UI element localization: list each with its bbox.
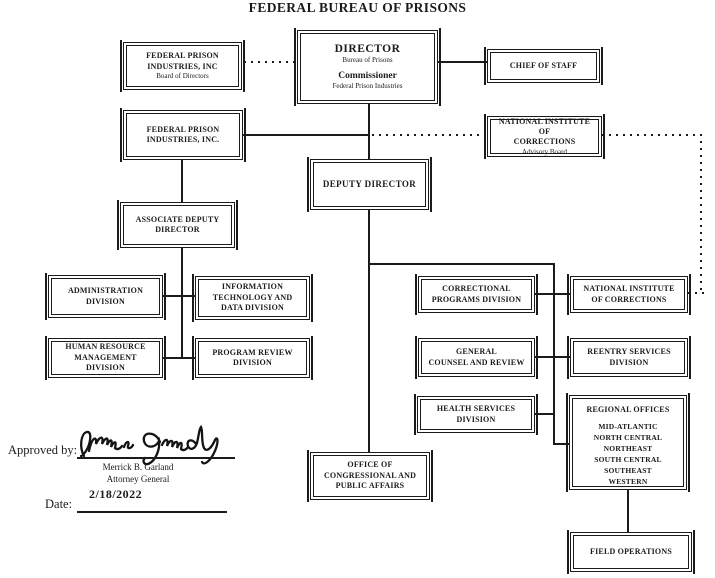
connector-right-spine <box>553 263 555 445</box>
org-node-chief-of-staff: CHIEF OF STAFF <box>484 47 603 85</box>
org-node-it-data-division: INFORMATION TECHNOLOGY AND DATA DIVISION <box>192 274 313 322</box>
node-label: PROGRAM REVIEW DIVISION <box>212 347 293 367</box>
org-node-fpi-inc: FEDERAL PRISON INDUSTRIES, INC. <box>120 108 246 162</box>
node-label: OFFICE OF CONGRESSIONAL AND PUBLIC AFFAI… <box>323 460 417 491</box>
node-label: CORRECTIONAL PROGRAMS DIVISION <box>431 284 522 304</box>
dotted-right-edge-vertical <box>700 134 702 294</box>
node-label: INFORMATION TECHNOLOGY AND DATA DIVISION <box>212 282 293 313</box>
connector-deputy-rightbranch <box>368 263 555 265</box>
org-node-office-congressional-affairs: OFFICE OF CONGRESSIONAL AND PUBLIC AFFAI… <box>307 450 433 502</box>
connector-spine-regional <box>553 443 571 445</box>
node-label: FEDERAL PRISON INDUSTRIES, INC. <box>146 124 220 144</box>
connector-director-deputy <box>368 103 370 161</box>
org-node-administration-division: ADMINISTRATION DIVISION <box>45 273 166 320</box>
node-label: NATIONAL INSTITUTE OF CORRECTIONS <box>583 284 675 304</box>
org-node-national-institute-corrections: NATIONAL INSTITUTE OF CORRECTIONS <box>567 274 691 315</box>
connector-fpiinc-director <box>243 134 370 136</box>
signatory-title: Attorney General <box>106 474 170 484</box>
node-label: CHIEF OF STAFF <box>509 60 578 70</box>
org-node-director: DIRECTOR Bureau of Prisons Commissioner … <box>294 28 441 106</box>
dotted-nicadvisory-right <box>602 134 702 136</box>
signature-line <box>77 457 235 459</box>
org-node-field-operations: FIELD OPERATIONS <box>567 530 695 574</box>
date-line <box>77 511 227 513</box>
node-sublabel: Advisory Board <box>522 147 567 156</box>
org-node-health-services: HEALTH SERVICES DIVISION <box>414 394 538 435</box>
node-sublabel-secondary: Federal Prison Industries <box>332 82 403 91</box>
node-region-list: MID-ATLANTIC NORTH CENTRAL NORTHEAST SOU… <box>593 422 663 486</box>
node-sublabel: Bureau of Prisons <box>342 56 393 65</box>
org-node-fpi-board: FEDERAL PRISON INDUSTRIES, INC Board of … <box>120 40 245 92</box>
dotted-fpiboard-director <box>244 61 297 63</box>
node-label: DIRECTOR <box>334 42 401 55</box>
connector-deputy-office <box>368 210 370 452</box>
connector-health-stub <box>535 413 555 415</box>
date-value: 2/18/2022 <box>89 487 143 501</box>
connector-director-chief <box>438 61 487 63</box>
page-title: FEDERAL BUREAU OF PRISONS <box>248 0 467 15</box>
connector-right-row2 <box>535 356 570 358</box>
connector-fpiinc-assocdeputy-spine <box>181 160 183 358</box>
signature <box>79 425 219 466</box>
org-node-associate-deputy-director: ASSOCIATE DEPUTY DIRECTOR <box>117 200 238 250</box>
org-node-regional-offices: REGIONAL OFFICES MID-ATLANTIC NORTH CENT… <box>566 393 690 492</box>
node-label: FIELD OPERATIONS <box>590 546 672 556</box>
node-label: HUMAN RESOURCE MANAGEMENT DIVISION <box>65 342 146 373</box>
node-label: NATIONAL INSTITUTE OF CORRECTIONS <box>498 116 591 147</box>
node-label: ADMINISTRATION DIVISION <box>67 286 144 306</box>
node-label: REENTRY SERVICES DIVISION <box>587 347 671 367</box>
org-node-hr-division: HUMAN RESOURCE MANAGEMENT DIVISION <box>45 336 166 380</box>
signatory-name: Merrick B. Garland <box>102 462 174 472</box>
approved-by-label: Approved by: <box>8 443 78 457</box>
org-node-nic-advisory-board: NATIONAL INSTITUTE OF CORRECTIONS Adviso… <box>484 114 605 159</box>
node-label: GENERAL COUNSEL AND REVIEW <box>428 347 525 367</box>
dotted-fpiinc-nicadvisory <box>372 134 487 136</box>
node-label-secondary: Commissioner <box>338 70 397 81</box>
connector-right-row1 <box>535 293 570 295</box>
node-sublabel: Board of Directors <box>156 72 209 81</box>
node-label: ASSOCIATE DEPUTY DIRECTOR <box>135 214 220 234</box>
connector-regional-fieldops <box>627 490 629 532</box>
date-label: Date: <box>45 497 73 511</box>
org-node-general-counsel: GENERAL COUNSEL AND REVIEW <box>415 336 538 379</box>
org-node-correctional-programs: CORRECTIONAL PROGRAMS DIVISION <box>415 274 538 315</box>
node-label: FEDERAL PRISON INDUSTRIES, INC <box>146 51 219 71</box>
connector-left-row1 <box>163 295 195 297</box>
org-node-deputy-director: DEPUTY DIRECTOR <box>307 157 432 212</box>
org-node-reentry-services: REENTRY SERVICES DIVISION <box>567 336 691 379</box>
node-label: REGIONAL OFFICES <box>586 405 670 414</box>
node-label: DEPUTY DIRECTOR <box>322 178 417 189</box>
node-label: HEALTH SERVICES DIVISION <box>436 404 516 424</box>
org-node-program-review-division: PROGRAM REVIEW DIVISION <box>192 336 313 380</box>
dotted-to-nic-box <box>688 292 704 294</box>
connector-left-row2 <box>163 357 195 359</box>
